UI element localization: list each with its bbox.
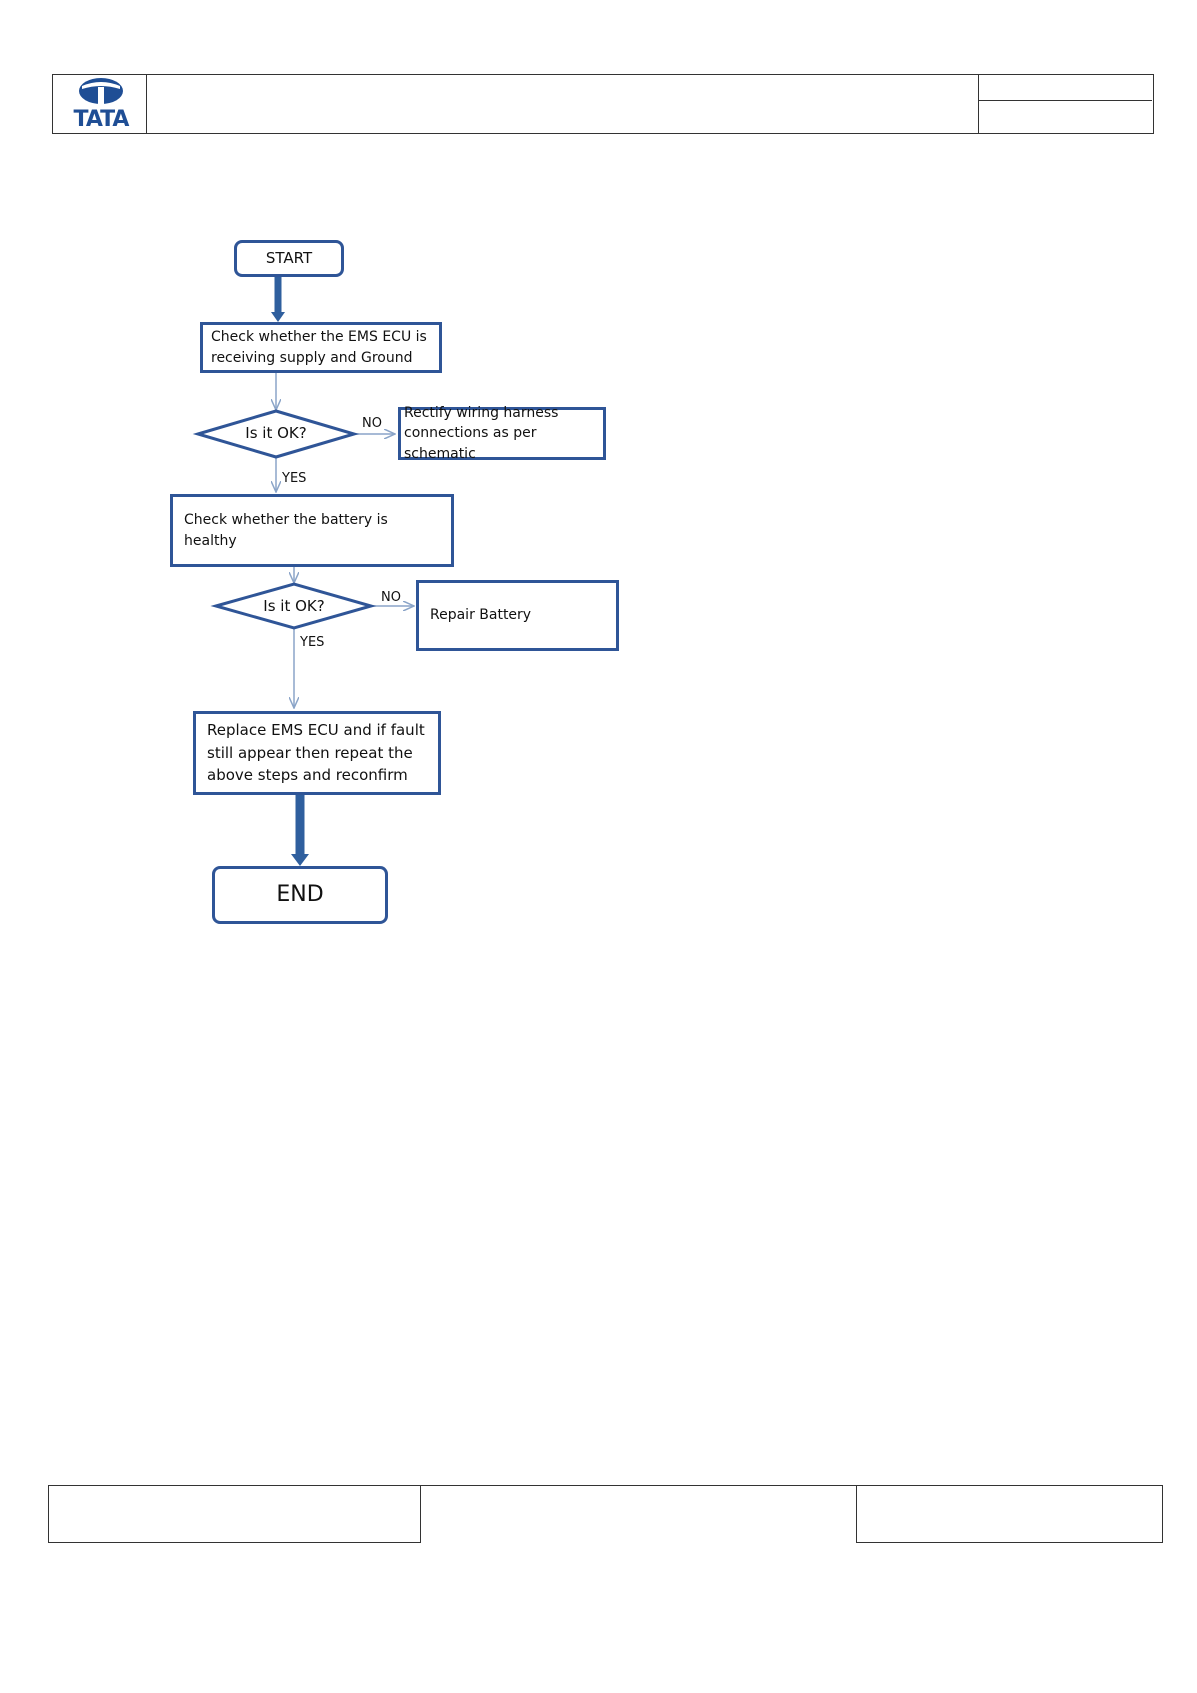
- replace-ecu-node: Replace EMS ECU and if fault still appea…: [193, 711, 441, 795]
- end-label: END: [276, 882, 324, 908]
- check-supply-label: Check whether the EMS ECU is receiving s…: [211, 329, 427, 366]
- rectify-label: Rectify wiring harness connections as pe…: [404, 405, 559, 462]
- decision-2-label: Is it OK?: [263, 597, 325, 615]
- decision-2-yes-label: YES: [300, 635, 325, 650]
- repair-battery-label: Repair Battery: [430, 607, 532, 624]
- decision-1-yes-label: YES: [282, 471, 307, 486]
- start-label: START: [265, 248, 313, 267]
- header-divider-right: [978, 74, 979, 133]
- tata-logo: TATA: [62, 76, 140, 132]
- decision-1-label: Is it OK?: [245, 424, 307, 442]
- decision-2-no-label: NO: [381, 590, 401, 605]
- footer-right-box: [856, 1485, 1163, 1543]
- check-supply-node: Check whether the EMS ECU is receiving s…: [200, 322, 442, 373]
- end-node: END: [212, 866, 388, 924]
- logo-wordmark: TATA: [73, 107, 130, 132]
- header-divider-left: [146, 74, 147, 133]
- repair-battery-node: Repair Battery: [416, 580, 619, 651]
- footer-left-box: [48, 1485, 421, 1543]
- decision-1-no-label: NO: [362, 416, 382, 431]
- rectify-node: Rectify wiring harness connections as pe…: [398, 405, 606, 462]
- header-divider-horizontal: [978, 100, 1152, 101]
- replace-ecu-label: Replace EMS ECU and if fault still appea…: [207, 721, 425, 785]
- footer-top-rule: [420, 1485, 858, 1486]
- header-bar: [52, 74, 1154, 134]
- check-battery-node: Check whether the battery is healthy: [170, 494, 454, 567]
- check-battery-label: Check whether the battery is healthy: [184, 512, 388, 549]
- start-node: START: [234, 240, 344, 277]
- decision-diamond-2: [210, 582, 377, 630]
- decision-diamond-1: [192, 409, 360, 459]
- tata-logo-icon: [79, 78, 123, 104]
